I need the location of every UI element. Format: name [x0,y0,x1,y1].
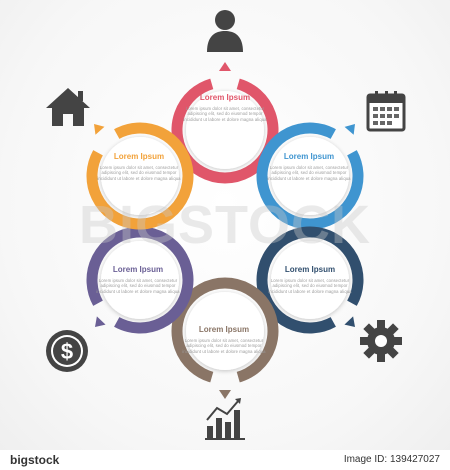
step-arrow-6 [94,124,105,135]
user-icon [207,10,243,52]
gear-icon [360,320,402,362]
step-disc-3 [271,241,349,319]
infographic-canvas [0,0,450,450]
step-arrow-5 [95,316,106,327]
step-ring-2 [256,122,364,230]
step-title: Lorem Ipsum [284,265,336,274]
step-disc-6 [101,137,179,215]
footer-bar: bigstock Image ID: 139427027 [0,450,450,470]
step-title: Lorem Ipsum [199,93,251,102]
step-ring-1 [171,78,279,184]
step-title: Lorem Ipsum [283,152,335,161]
step-arrow-4 [219,390,231,399]
step-title: Lorem Ipsum [198,325,250,334]
bar-chart-icon [205,398,245,440]
watermark: BIGSTOCK [78,195,372,255]
step-text: Lorem ipsum dolor sit amet, consectetur … [96,278,180,294]
step-disc-4 [186,292,264,370]
step-disc-5 [101,241,179,319]
step-ring-4 [171,277,279,383]
step-disc-2 [271,137,349,215]
step-text: Lorem ipsum dolor sit amet, consectetur … [182,338,266,354]
image-id: Image ID: 139427027 [343,454,440,465]
step-title: Lorem Ipsum [113,152,165,161]
step-arrow-1 [219,62,231,71]
step-ring-6 [86,122,194,230]
step-text: Lorem ipsum dolor sit amet, consectetur … [268,278,352,294]
step-text: Lorem ipsum dolor sit amet, consectetur … [183,106,267,122]
home-icon [46,88,90,126]
step-ring-3 [256,226,364,334]
circle-cycle-diagram [86,62,364,399]
step-text: Lorem ipsum dolor sit amet, consectetur … [97,165,181,181]
footer-logo: bigstock [10,453,60,467]
dollar-icon: $ [46,330,88,372]
step-arrow-2 [344,124,355,135]
step-arrow-3 [344,316,355,327]
svg-text:$: $ [61,339,73,364]
step-title: Lorem Ipsum [112,265,164,274]
calendar-icon [366,91,406,132]
step-text: Lorem ipsum dolor sit amet, consectetur … [267,165,351,181]
step-ring-5 [86,226,194,334]
step-disc-1 [186,91,264,169]
